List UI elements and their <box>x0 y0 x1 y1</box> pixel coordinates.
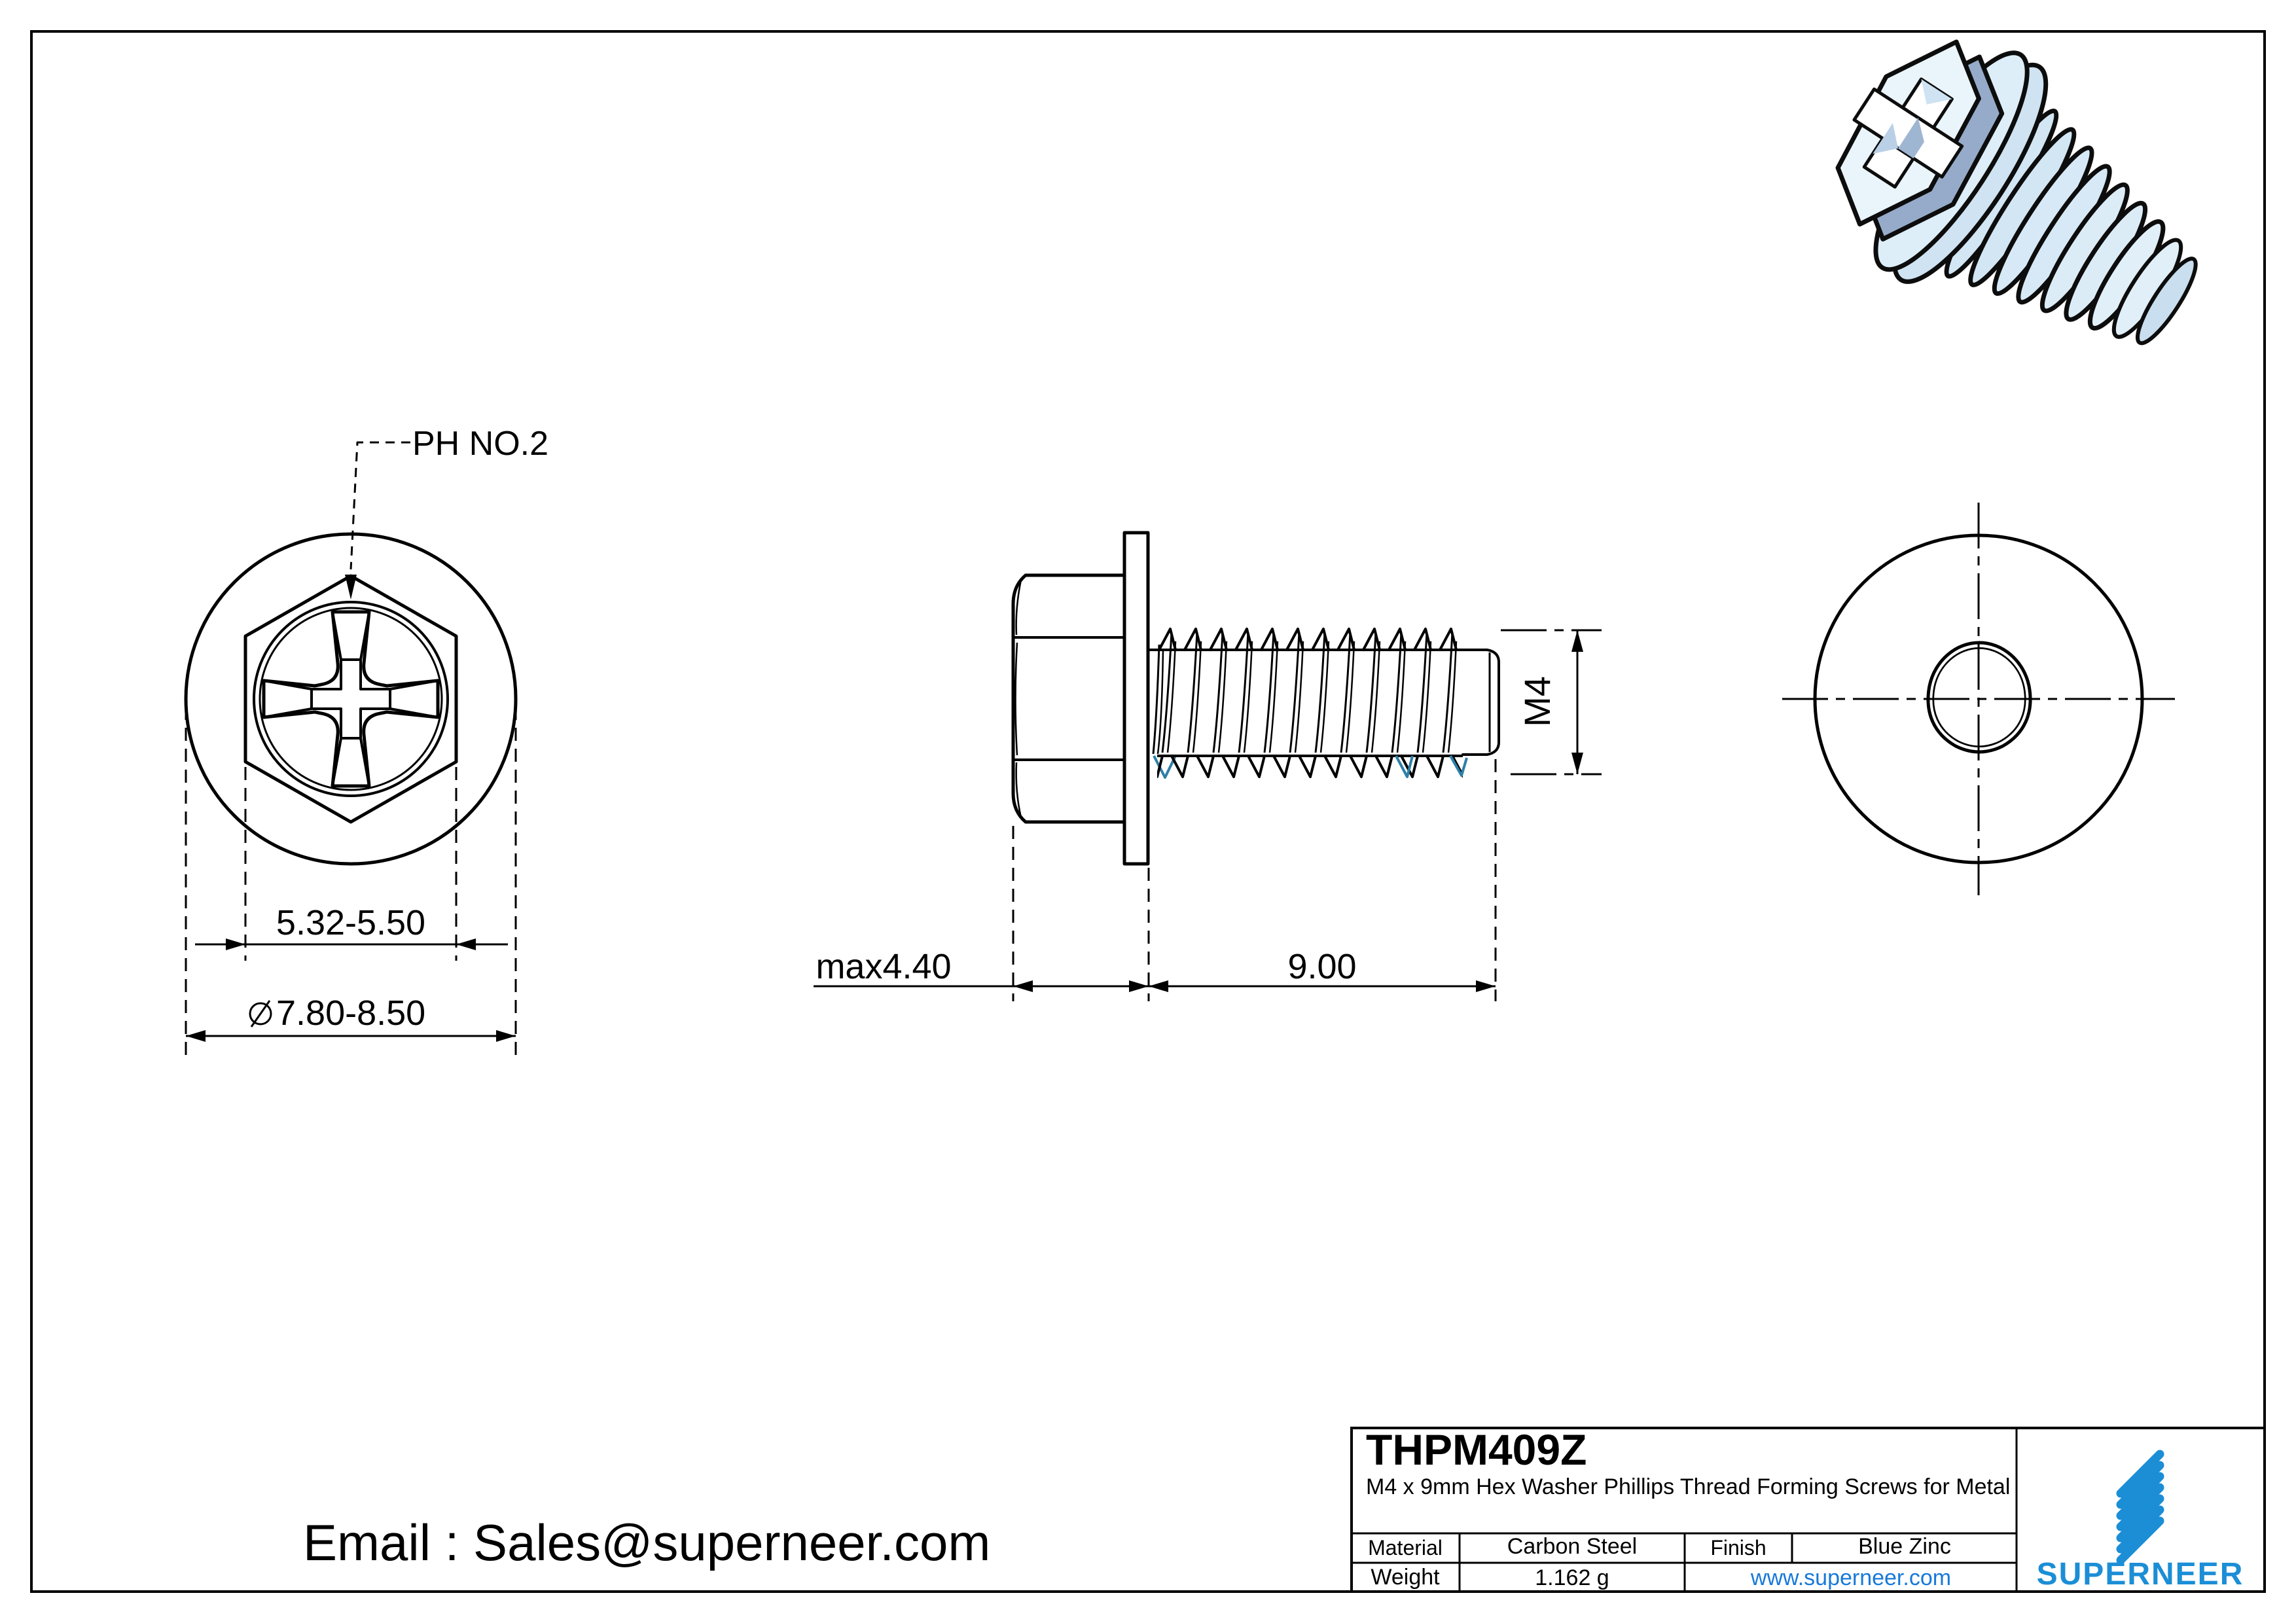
title-block-border <box>1350 1427 2266 1593</box>
washer-flange-profile <box>1122 531 1150 866</box>
end-view <box>1782 503 2175 895</box>
head-circle-outer <box>253 601 449 797</box>
website-link[interactable]: www.superneer.com <box>1750 1565 1951 1590</box>
title-block: THPM409Z M4 x 9mm Hex Washer Phillips Th… <box>1350 1425 2266 1593</box>
ph-leader-line <box>350 441 410 570</box>
brand-name: SUPERNEER <box>2037 1557 2244 1592</box>
dim-thread-length-text: 9.00 <box>1287 947 1356 986</box>
hex-head-profile <box>1011 573 1126 824</box>
phillips-recess-3d <box>1852 77 1964 189</box>
trilobe-outline-outer <box>1926 641 2032 754</box>
screw-tip-profile <box>1462 649 1500 756</box>
hex-outline <box>243 574 458 824</box>
material-label: Material <box>1368 1536 1443 1560</box>
dim-across-flats-text: 5.32-5.50 <box>276 903 425 942</box>
dim-arrowhead <box>186 1030 206 1042</box>
dim-arrowhead <box>226 938 245 950</box>
dim-arrowhead <box>496 1030 516 1042</box>
phillips-recess-outline <box>262 610 440 788</box>
page-border <box>30 30 2266 1593</box>
weight-value: 1.162 g <box>1535 1565 1609 1590</box>
dim-arrowhead <box>456 938 476 950</box>
part-description: M4 x 9mm Hex Washer Phillips Thread Form… <box>1366 1474 2010 1499</box>
dim-arrowhead <box>1013 980 1033 992</box>
thread-root-accent <box>1449 755 1468 777</box>
ph-label: PH NO.2 <box>412 425 548 463</box>
render-3d <box>1835 39 2198 346</box>
washer-outline <box>184 532 518 866</box>
finish-label: Finish <box>1710 1536 1766 1560</box>
head-circle-inner <box>259 607 443 791</box>
material-value: Carbon Steel <box>1507 1534 1637 1559</box>
email-text[interactable]: Email : Sales@superneer.com <box>303 1514 990 1571</box>
dim-arrowhead <box>1571 630 1583 652</box>
trilobe-outline-inner <box>1932 647 2026 747</box>
finish-value: Blue Zinc <box>1858 1534 1951 1559</box>
part-number: THPM409Z <box>1366 1425 1587 1474</box>
dim-head-height-text: max4.40 <box>816 947 951 986</box>
ph-leader-arrowhead <box>345 575 357 599</box>
dim-arrowhead <box>1149 980 1168 992</box>
dim-thread-size-text: M4 <box>1516 676 1558 727</box>
weight-label: Weight <box>1371 1565 1440 1590</box>
thread-band <box>1157 625 1463 782</box>
front-view: PH NO.2 5.32-5.50 7.80-8.50 <box>184 425 548 1055</box>
thread-root-accent <box>1395 755 1414 778</box>
brand-logo-stripes-icon <box>2116 1450 2164 1565</box>
dim-washer-diameter-text: 7.80-8.50 <box>276 993 425 1033</box>
dim-arrowhead <box>1129 980 1149 992</box>
diameter-symbol-icon <box>249 1000 272 1027</box>
side-view: M4 max4.40 9.00 <box>814 531 1602 1001</box>
dim-arrowhead <box>1476 980 1496 992</box>
dim-arrowhead <box>1571 753 1583 774</box>
